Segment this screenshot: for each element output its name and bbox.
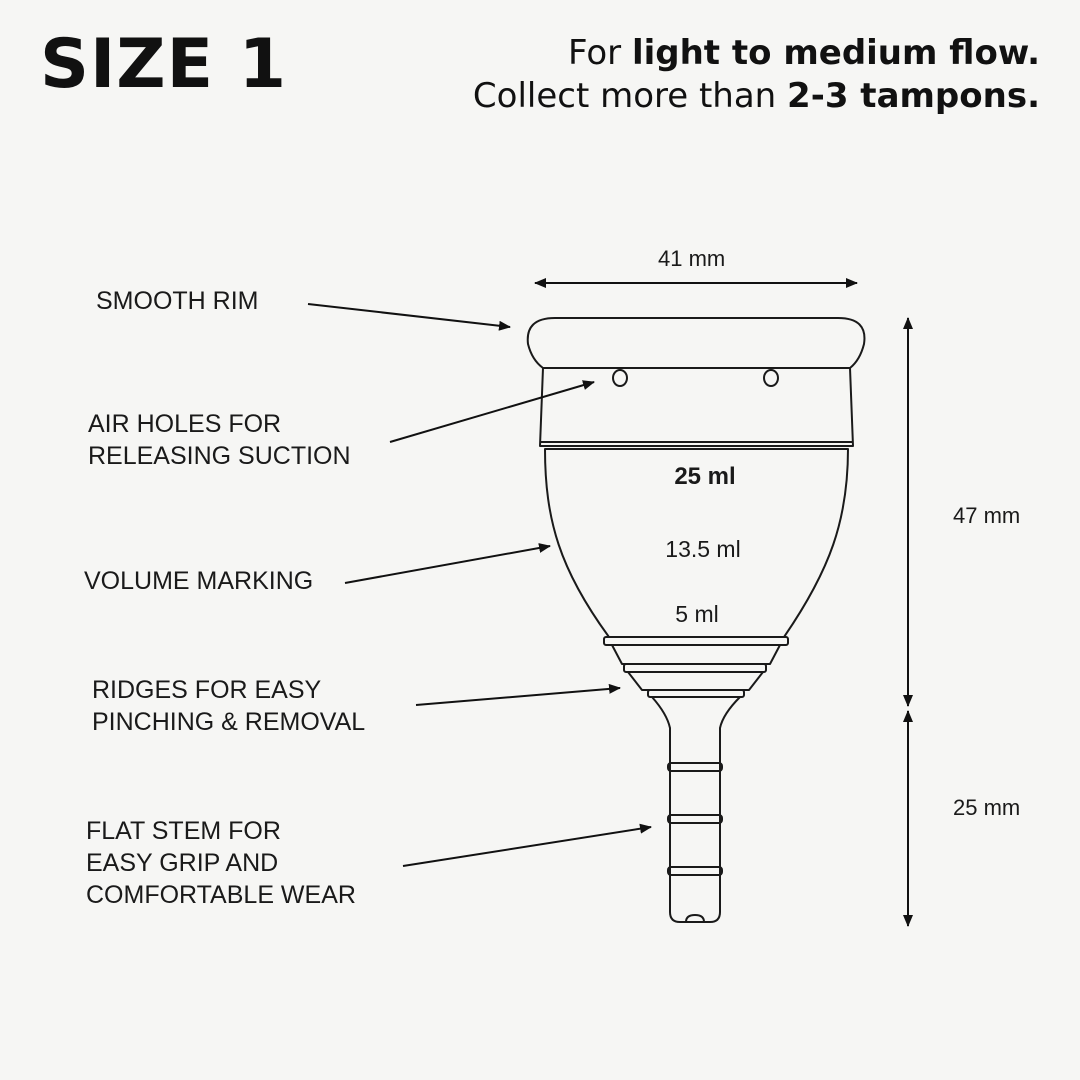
stem-length-label: 25 mm: [953, 795, 1021, 820]
callout-ridges: RIDGES FOR EASY PINCHING & REMOVAL: [92, 676, 366, 736]
ridges-callout-arrow: [415, 683, 621, 706]
air-hole-right: [763, 369, 779, 387]
stem-grip-3: [667, 866, 723, 876]
flow-line: For light to medium flow.: [568, 33, 1040, 73]
cup-upper-band: [539, 367, 854, 447]
capacity-emphasis: 2-3 tampons.: [787, 76, 1040, 116]
ridge-3: [647, 689, 745, 698]
cup-rim: [526, 317, 866, 369]
stem-grip-1: [667, 762, 723, 772]
air-holes-callout-arrow: [389, 380, 595, 443]
volume-mark-25ml: 25 ml: [674, 463, 735, 490]
flow-emphasis: light to medium flow.: [631, 33, 1040, 73]
volume-mark-5ml: 5 ml: [675, 601, 718, 627]
body-height-label: 47 mm: [953, 503, 1021, 528]
ridge-1: [603, 636, 789, 646]
callout-volume-marking: VOLUME MARKING: [84, 567, 314, 595]
volume-callout-arrow: [344, 543, 551, 584]
capacity-line: Collect more than 2-3 tampons.: [472, 76, 1040, 116]
flow-description: For light to medium flow. Collect more t…: [473, 32, 1040, 118]
cup-neck: [651, 696, 741, 923]
stem-callout-arrow: [402, 823, 652, 867]
callout-smooth-rim: SMOOTH RIM: [96, 287, 259, 315]
callout-air-holes: AIR HOLES FOR RELEASING SUCTION: [88, 410, 351, 470]
ridge-section-2: [627, 671, 764, 691]
rim-callout-arrow: [307, 303, 511, 331]
stem-grip-2: [667, 814, 723, 824]
ridge-section-1: [611, 644, 781, 665]
ridge-2: [623, 663, 767, 673]
callout-flat-stem: FLAT STEM FOR EASY GRIP AND COMFORTABLE …: [86, 817, 356, 909]
stem-tip: [685, 914, 705, 923]
width-label: 41 mm: [658, 246, 726, 271]
page-title: SIZE 1: [40, 25, 288, 104]
volume-mark-13-5ml: 13.5 ml: [665, 536, 740, 562]
air-hole-left: [612, 369, 628, 387]
